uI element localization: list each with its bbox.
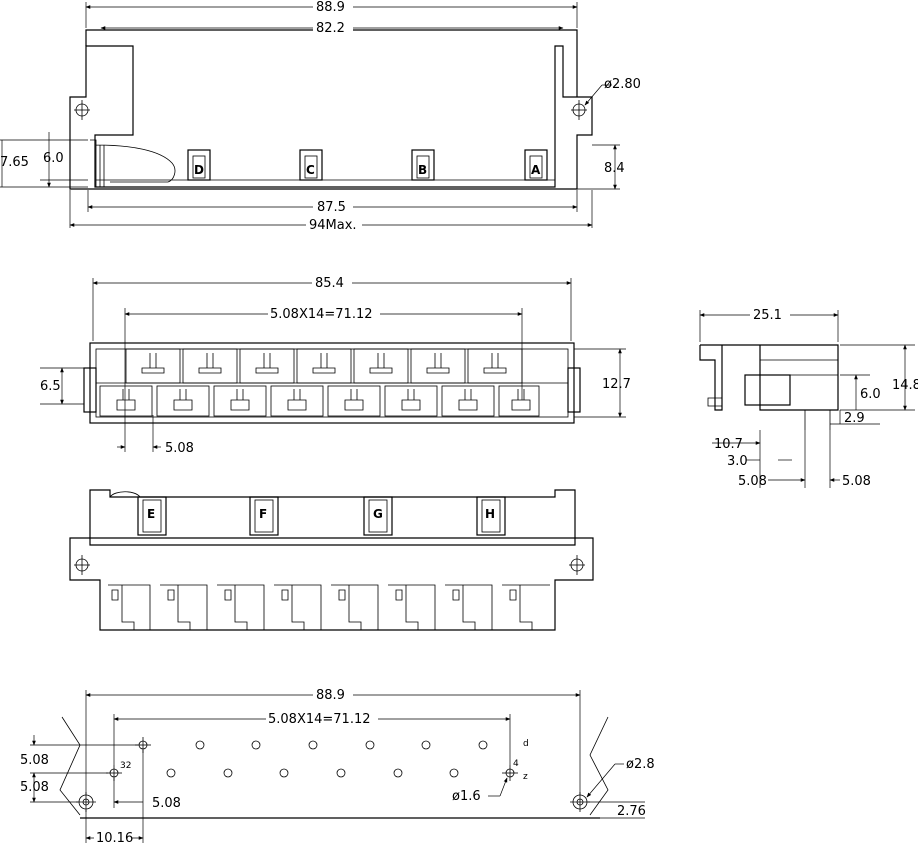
dim-front-6-5: 6.5 [40, 379, 61, 394]
slot-letter-c: C [306, 163, 315, 177]
front-view: 85.4 5.08X14=71.12 6.5 12.7 5.08 [40, 276, 631, 456]
dim-pcb-5-08-b: 5.08 [20, 780, 49, 795]
dim-side-14-8: 14.8 [892, 378, 918, 393]
slot-letter-h: H [485, 507, 495, 521]
dim-side-10-7: 10.7 [714, 437, 743, 452]
front-bottom-row [99, 385, 540, 417]
rear-view: E F G H [69, 489, 594, 631]
dim-top-88-9: 88.9 [316, 0, 345, 15]
rear-hole-left [74, 555, 90, 575]
dim-pcb-hole-1-6: ø1.6 [452, 789, 481, 804]
rear-contacts [108, 584, 550, 630]
row-label-z: z [523, 772, 528, 782]
front-top-row [125, 348, 523, 384]
pcb-break-right [589, 716, 609, 816]
dim-pcb-hole-2-8: ø2.8 [626, 757, 655, 772]
dim-front-5-08: 5.08 [165, 441, 194, 456]
row-label-d: d [523, 739, 529, 749]
dim-top-82-2: 82.2 [316, 21, 345, 36]
top-hole-right [571, 100, 587, 120]
top-view-flange [85, 29, 578, 97]
side-view: 25.1 14.8 6.0 2.9 10.7 3.0 5.08 5.08 [699, 308, 918, 489]
dim-side-2-9: 2.9 [844, 411, 865, 426]
dim-front-85-4: 85.4 [315, 276, 344, 291]
top-slot-a: A [524, 149, 548, 181]
slot-letter-f: F [259, 507, 267, 521]
top-slot-c: C [299, 149, 323, 181]
dim-top-94max: 94Max. [309, 218, 357, 233]
dim-side-5-08-a: 5.08 [738, 474, 767, 489]
dim-side-5-08-b: 5.08 [842, 474, 871, 489]
dim-top-87-5: 87.5 [317, 200, 346, 215]
dim-front-12-7: 12.7 [602, 377, 631, 392]
dim-side-3-0: 3.0 [727, 454, 748, 469]
rear-view-top-outline [89, 489, 576, 546]
dim-pcb-88-9: 88.9 [316, 688, 345, 703]
pcb-row-z [106, 765, 518, 781]
slot-letter-a: A [531, 163, 541, 177]
dim-side-25-1: 25.1 [753, 308, 782, 323]
top-view: D C B A 88.9 82.2 ø2.80 [0, 0, 641, 233]
top-view-outline [69, 45, 593, 190]
dim-side-6-0: 6.0 [860, 387, 881, 402]
pcb-layout: 88.9 5.08X14=71.12 5.08 5.08 5.08 10.16 … [20, 688, 655, 843]
pcb-row-d [135, 737, 488, 753]
rear-slot-g: G [363, 496, 393, 536]
pin-label-32: 32 [120, 761, 131, 771]
rear-hole-right [569, 555, 585, 575]
slot-letter-d: D [194, 163, 204, 177]
top-slot-d: D [187, 149, 211, 181]
dim-top-8-4: 8.4 [604, 161, 625, 176]
dim-pcb-pitch: 5.08X14=71.12 [268, 712, 371, 727]
pin-label-4: 4 [513, 759, 519, 769]
dim-front-pitch: 5.08X14=71.12 [270, 307, 373, 322]
dim-pcb-5-08-a: 5.08 [20, 753, 49, 768]
dim-pcb-5-08-c: 5.08 [152, 796, 181, 811]
pcb-break-left [59, 716, 81, 816]
top-hole-left [74, 100, 90, 120]
top-view-contact [90, 139, 176, 187]
dim-pcb-10-16: 10.16 [96, 831, 133, 843]
dim-pcb-2-76: 2.76 [617, 804, 646, 819]
rear-view-body [69, 537, 594, 631]
top-slot-b: B [411, 149, 435, 181]
slot-letter-e: E [147, 507, 155, 521]
side-view-outline [699, 344, 839, 411]
dim-top-6-0: 6.0 [43, 151, 64, 166]
dim-top-7-65: 7.65 [0, 155, 29, 170]
slot-letter-g: G [373, 507, 383, 521]
rear-slot-e: E [137, 496, 167, 536]
front-view-outline [89, 342, 575, 424]
rear-slot-h: H [476, 496, 506, 536]
dim-top-hole: ø2.80 [604, 77, 641, 92]
slot-letter-b: B [418, 163, 427, 177]
rear-slot-f: F [249, 496, 279, 536]
